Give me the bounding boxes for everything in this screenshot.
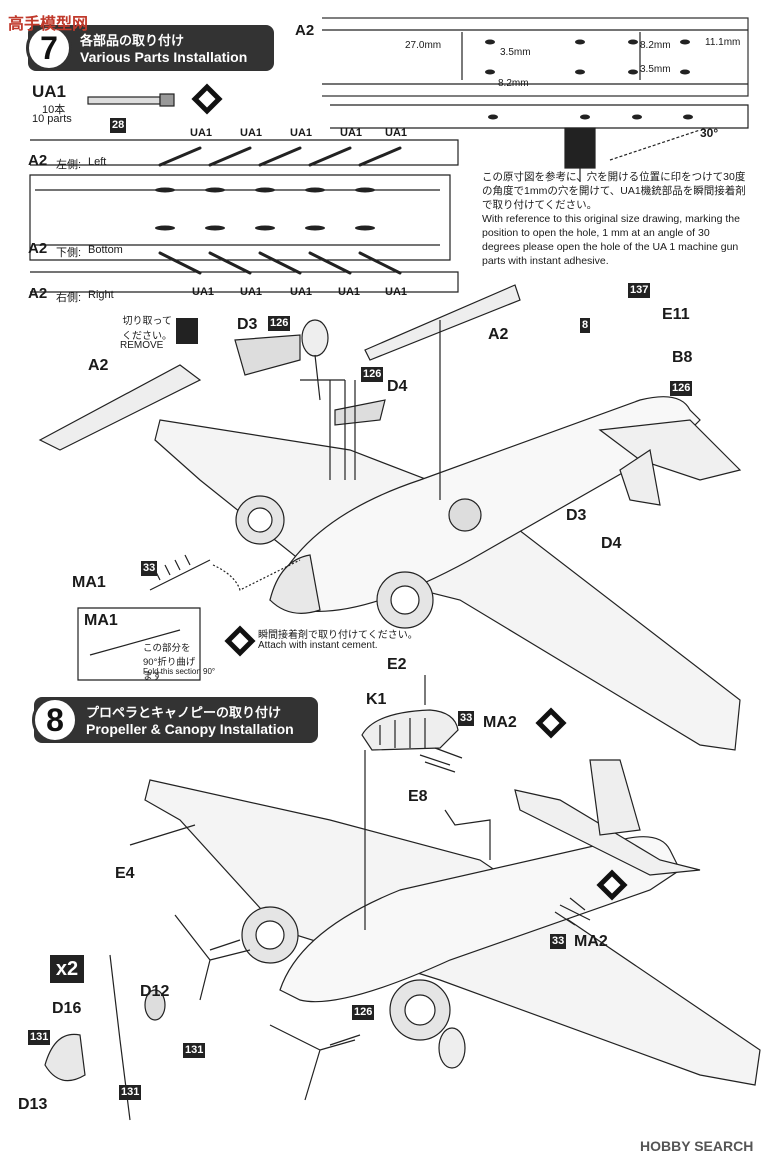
dim-3-5mm-a: 3.5mm bbox=[500, 47, 531, 58]
paint-code-131: 131 bbox=[28, 1030, 51, 1045]
part-k1: K1 bbox=[366, 691, 387, 708]
ua1-part-name: UA1 bbox=[32, 82, 67, 101]
part-e8: E8 bbox=[408, 788, 428, 805]
part-e4: E4 bbox=[115, 865, 135, 882]
a2-left-side-jp: 左側: bbox=[56, 159, 82, 171]
part-e2: E2 bbox=[387, 656, 407, 673]
part-d13: D13 bbox=[18, 1096, 48, 1113]
watermark-bottom: HOBBY SEARCH bbox=[640, 1138, 754, 1154]
part-ma2: MA2 bbox=[483, 714, 517, 731]
remove-note-en: REMOVE bbox=[120, 340, 164, 351]
quantity-x2: x2 bbox=[50, 955, 84, 983]
step8-header: 8 プロペラとキャノピーの取り付け Propeller & Canopy Ins… bbox=[32, 697, 318, 743]
part-d16: D16 bbox=[52, 1000, 82, 1017]
instant-cement-jp: 瞬間接着剤で取り付けてください。 bbox=[258, 630, 418, 641]
fold-note-jp: この部分を90°折り曲げます bbox=[143, 643, 196, 682]
paint-code-126: 126 bbox=[268, 316, 291, 331]
part-d12: D12 bbox=[140, 983, 170, 1000]
a2-left-part: A2 bbox=[28, 152, 48, 169]
paint-code-33: 33 bbox=[141, 561, 158, 576]
paint-code-126: 126 bbox=[352, 1005, 375, 1020]
a2-bottom-side-jp: 下側: bbox=[56, 247, 82, 259]
part-b8: B8 bbox=[672, 349, 693, 366]
remove-icon bbox=[176, 318, 198, 344]
dim-3-5mm-b: 3.5mm bbox=[640, 64, 671, 75]
a2-right-side-jp: 右側: bbox=[56, 292, 82, 304]
dim-8-2mm-a: 8.2mm bbox=[640, 40, 671, 51]
paint-code-137: 137 bbox=[628, 283, 651, 298]
watermark-top: 高手模型网 bbox=[8, 16, 89, 33]
fold-note-en: Fold this section 90° bbox=[143, 667, 216, 676]
fold-part-ma1: MA1 bbox=[84, 612, 118, 629]
a2-left-side-en: Left bbox=[88, 156, 107, 168]
a2-bottom-part: A2 bbox=[28, 240, 48, 257]
part-e11: E11 bbox=[662, 306, 690, 323]
part-ma1: MA1 bbox=[72, 574, 106, 591]
paint-code-8: 8 bbox=[580, 318, 591, 333]
step7-title-en: Various Parts Installation bbox=[80, 49, 248, 65]
ua1-label: UA1 bbox=[290, 127, 313, 139]
a2-bottom-side-en: Bottom bbox=[88, 244, 123, 256]
ua1-label: UA1 bbox=[192, 286, 215, 298]
part-d4: D4 bbox=[387, 378, 408, 395]
ua1-label: UA1 bbox=[240, 286, 263, 298]
ua1-label: UA1 bbox=[338, 286, 361, 298]
instruction-text-jp: この原寸図を参考に、穴を開ける位置に印をつけて30度の角度で1mmの穴を開けて、… bbox=[482, 171, 746, 211]
ua1-label: UA1 bbox=[190, 127, 213, 139]
instruction-text-en: With reference to this original size dra… bbox=[482, 213, 740, 267]
step8-title-en: Propeller & Canopy Installation bbox=[86, 721, 294, 737]
paint-code-126: 126 bbox=[361, 367, 384, 382]
part-d3: D3 bbox=[237, 316, 258, 333]
part-a2-wing: A2 bbox=[488, 326, 509, 343]
paint-code-126: 126 bbox=[670, 381, 693, 396]
paint-code-28: 28 bbox=[110, 118, 127, 133]
a2-right-side-en: Right bbox=[88, 289, 114, 301]
ua1-count-en: 10 parts bbox=[32, 113, 72, 125]
step7-title-jp: 各部品の取り付け bbox=[80, 33, 185, 48]
paint-code-33: 33 bbox=[550, 934, 567, 949]
ua1-label: UA1 bbox=[290, 286, 313, 298]
paint-code-131: 131 bbox=[119, 1085, 142, 1100]
dim-8-2mm-b: 8.2mm bbox=[498, 78, 529, 89]
paint-code-33: 33 bbox=[458, 711, 475, 726]
step7-number: 7 bbox=[26, 25, 72, 71]
part-a2: A2 bbox=[88, 357, 109, 374]
remove-note-jp: 切り取って ください。 bbox=[122, 316, 172, 342]
part-ma2-b: MA2 bbox=[574, 933, 608, 950]
step7-header: 7 各部品の取り付け Various Parts Installation bbox=[26, 25, 274, 71]
ua1-label: UA1 bbox=[385, 286, 408, 298]
ua1-count-jp: 10本 bbox=[42, 104, 66, 116]
ua1-label: UA1 bbox=[340, 127, 363, 139]
angle-30: 30° bbox=[700, 126, 719, 140]
dim-11-1mm: 11.1mm bbox=[705, 37, 741, 48]
paint-code-131: 131 bbox=[183, 1043, 206, 1058]
a2-right-part: A2 bbox=[28, 285, 48, 302]
step8-number: 8 bbox=[32, 697, 78, 743]
ua1-label: UA1 bbox=[240, 127, 263, 139]
part-d4-b: D4 bbox=[601, 535, 622, 552]
step8-title-jp: プロペラとキャノピーの取り付け bbox=[86, 705, 282, 720]
instant-cement-en: Attach with instant cement. bbox=[258, 640, 378, 651]
ua1-label: UA1 bbox=[385, 127, 408, 139]
a2-top-part: A2 bbox=[295, 22, 315, 39]
dim-27mm: 27.0mm bbox=[405, 40, 442, 51]
part-d3-b: D3 bbox=[566, 507, 587, 524]
